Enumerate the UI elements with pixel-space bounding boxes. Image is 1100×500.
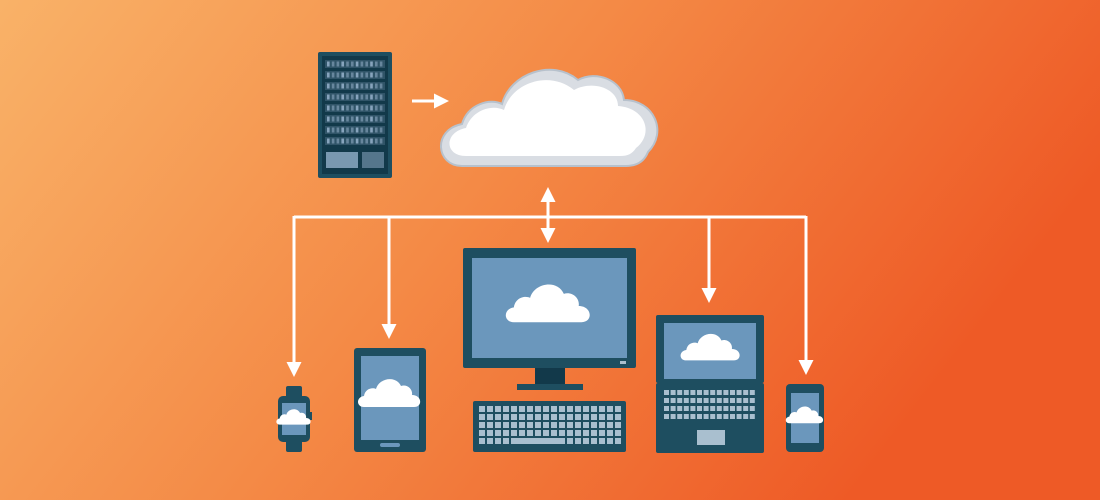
connector-lines [286, 187, 814, 377]
tablet-icon [354, 348, 426, 452]
server-rack-icon [318, 52, 392, 178]
laptop-icon [656, 315, 764, 453]
smartwatch-icon [276, 386, 312, 452]
screen-cloud-icon [785, 406, 824, 424]
screen-cloud-icon [680, 333, 740, 361]
keyboard-icon [473, 401, 626, 452]
desktop-computer-icon [463, 248, 636, 390]
screen-cloud-icon [358, 379, 421, 407]
smartphone-icon [785, 384, 824, 452]
screen-cloud-icon [505, 284, 590, 323]
cloud-icon [440, 68, 659, 167]
screen-cloud-icon [276, 409, 311, 425]
